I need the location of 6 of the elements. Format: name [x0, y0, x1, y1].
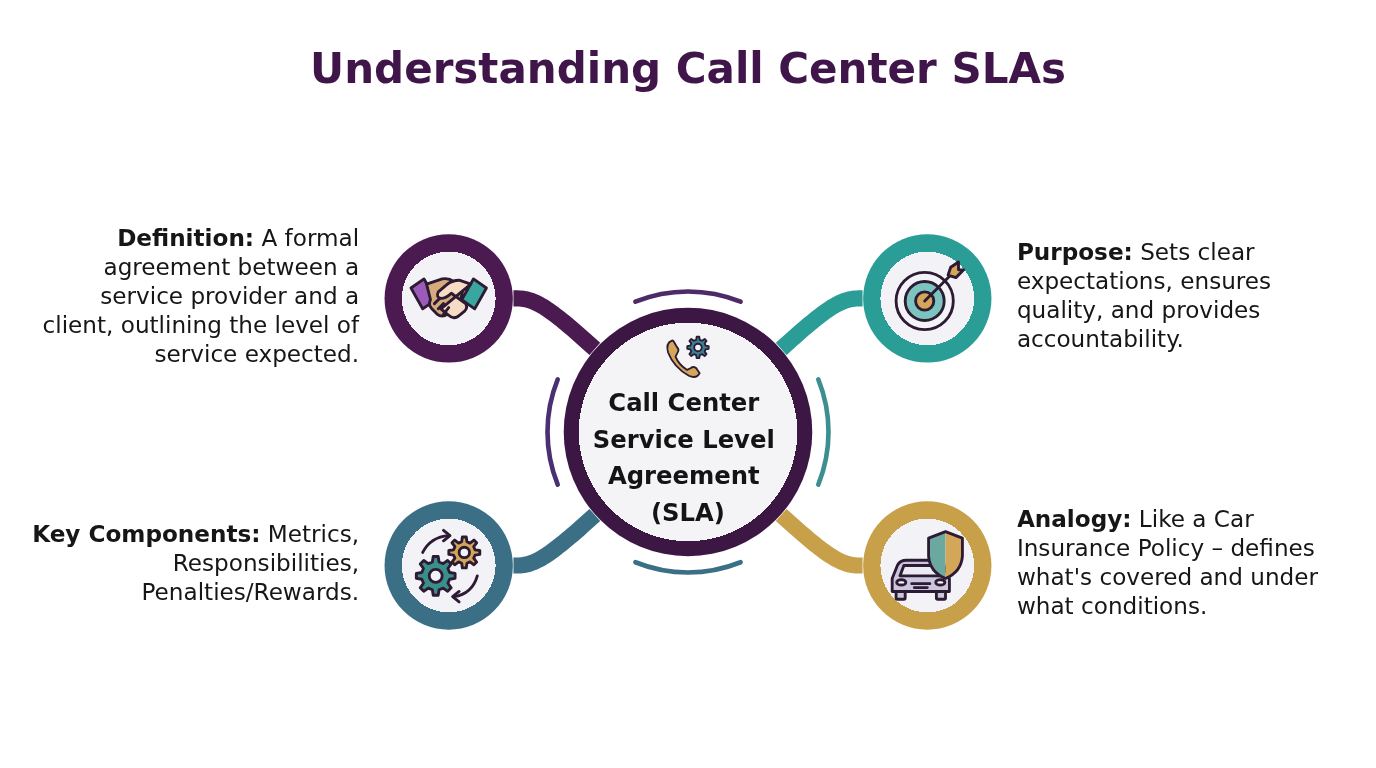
- description-text: Key Components: Metrics, Responsibilities, Penalties/Rewards.: [31, 520, 360, 607]
- diagram-title: Understanding Call Center SLAs: [310, 44, 1066, 95]
- description-text: Definition: A formal agreement between a service provider and a client, outlining the level of service expected.: [41, 224, 360, 369]
- description-text: Analogy: Like a Car Insurance Policy – defines what's covered and under what conditions.: [1016, 505, 1319, 622]
- description-text: Purpose: Sets clear expectations, ensures quality, and provides accountability.: [1016, 238, 1273, 355]
- node-label: Call Center Service Level Agreement (SLA): [592, 389, 776, 527]
